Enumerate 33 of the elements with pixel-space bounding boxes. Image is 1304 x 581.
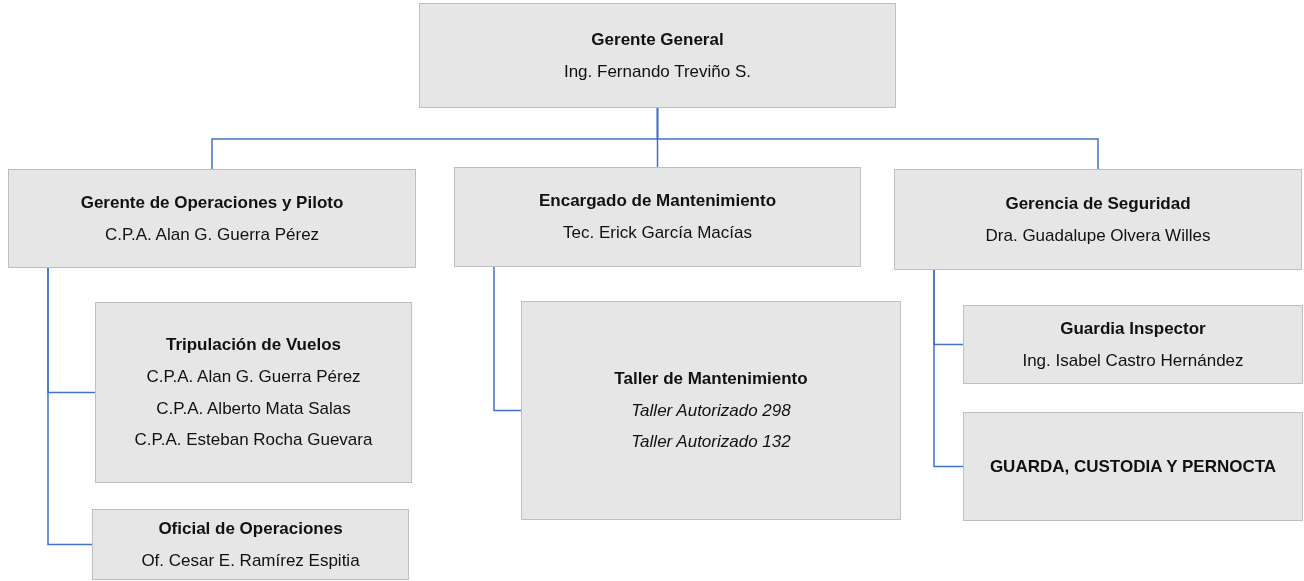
connector-line [47,267,93,546]
org-box [521,301,901,520]
person-name: Taller Autorizado 298 [631,400,791,421]
org-box [95,302,412,483]
org-box [963,305,1303,384]
position-title: Gerencia de Seguridad [1005,193,1191,214]
position-title: Encargado de Mantenimiento [538,191,777,211]
person-name: C.P.A. Esteban Rocha Guevara [134,430,373,450]
org-box [92,509,409,580]
person-name: C.P.A. Alan G. Guerra Pérez [104,224,320,245]
position-title: Oficial de Operaciones [158,518,343,539]
connector-line [933,269,964,468]
person-name: Taller Autorizado 132 [631,432,791,452]
position-title: Gerente de Operaciones y Piloto [80,192,344,213]
org-box [8,169,416,268]
org-box [894,169,1302,270]
connector-line [493,266,522,412]
position-title: Gerente General [591,29,724,50]
position-title: Taller de Mantenimiento [614,369,808,389]
person-name: Dra. Guadalupe Olvera Willes [985,225,1211,246]
person-name: C.P.A. Alberto Mata Salas [156,398,351,419]
person-name: C.P.A. Alan G. Guerra Pérez [146,366,361,387]
connector-line [656,107,1099,170]
person-name: Tec. Erick García Macías [563,223,752,243]
position-title: GUARDA, CUSTODIA Y PERNOCTA [989,456,1277,477]
person-name: Ing. Isabel Castro Hernández [1022,350,1244,371]
position-title: Guardia Inspector [1060,318,1206,339]
org-box [419,3,896,108]
person-name: Of. Cesar E. Ramírez Espitia [141,550,360,571]
org-box [963,412,1303,521]
position-title: Tripulación de Vuelos [165,335,342,355]
person-name: Ing. Fernando Treviño S. [563,61,752,82]
org-box [454,167,861,267]
